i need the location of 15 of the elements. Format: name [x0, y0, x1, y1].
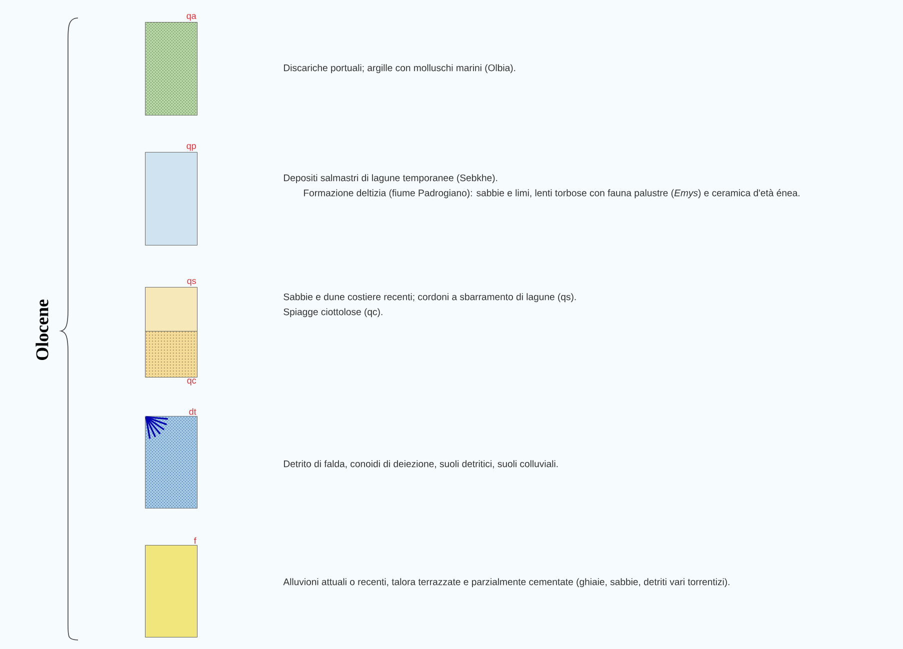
description-text: Sabbie e dune costiere recenti; cordoni a sbarramento di lagune (qs). — [284, 293, 576, 302]
description-text: Formazione deltizia (fiume Padrogiano): sabbie e limi, lenti torbose con fauna palustre (Emys) e ceramica d'età énea. — [304, 189, 800, 198]
unit-code: qc — [187, 378, 196, 386]
description-text: Depositi salmastri di lagune temporanee (Sebkhe). — [284, 174, 498, 184]
description-text: Discariche portuali; argille con molluschi marini (Olbia). — [284, 64, 516, 74]
description-text: Alluvioni attuali o recenti, talora terrazzate e parzialmente cementate (ghiaie, sabbie, detriti vari torrentizi). — [283, 578, 730, 588]
description-text: Spiagge ciottolose (qc). — [284, 308, 382, 318]
description-text: Detrito di falda, conoidi di deiezione, suoli detritici, suoli colluviali. — [284, 460, 558, 468]
period-label: Olocene — [36, 300, 48, 360]
unit-code: qa — [186, 14, 196, 21]
unit-code: qp — [186, 144, 196, 151]
unit-code: qs — [187, 279, 196, 286]
legend-swatch — [145, 330, 198, 378]
unit-code: dt — [189, 408, 196, 415]
unit-code: f — [194, 537, 196, 544]
